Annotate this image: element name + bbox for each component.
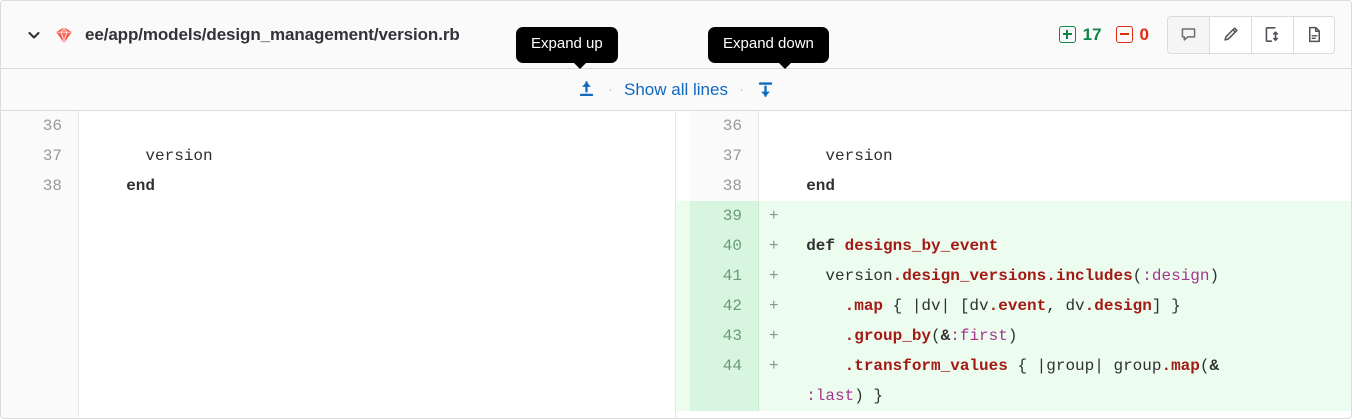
code-line[interactable]: 40 + def designs_by_event: [676, 231, 1351, 261]
code-line[interactable]: 36: [676, 111, 1351, 141]
lines-removed-count: 0: [1139, 24, 1149, 44]
expand-separator-left: ·: [608, 81, 614, 98]
lines-added-stat: 17: [1058, 24, 1102, 45]
expand-separator-right: ·: [738, 81, 744, 98]
code-line[interactable]: 36: [1, 111, 675, 141]
line-number[interactable]: 43: [690, 321, 759, 351]
arrow-up-to-line-icon[interactable]: [576, 79, 597, 100]
line-number[interactable]: 44: [690, 351, 759, 381]
file-path[interactable]: ee/app/models/design_management/version.…: [85, 24, 460, 44]
compare-button[interactable]: [1251, 15, 1293, 54]
code-line[interactable]: 41 + version.design_versions.includes(:de…: [676, 261, 1351, 291]
code-content: .map { |dv| [dv.event, dv.design] }: [844, 297, 1181, 315]
code-content: version: [787, 147, 893, 165]
view-file-button[interactable]: [1293, 15, 1335, 54]
code-line[interactable]: 43 + .group_by(&:first): [676, 321, 1351, 351]
code-line[interactable]: 42 + .map { |dv| [dv.event, dv.design] }: [676, 291, 1351, 321]
line-number[interactable]: [690, 381, 759, 411]
pencil-icon: [1221, 25, 1240, 44]
code-content: :last) }: [806, 387, 884, 405]
code-content: version.design_versions.includes(:design…: [787, 267, 1220, 285]
line-number[interactable]: 41: [690, 261, 759, 291]
code-content: end: [806, 177, 836, 195]
diff-sign: +: [769, 297, 779, 315]
file-action-buttons: [1167, 15, 1335, 54]
plus-square-icon: [1058, 26, 1076, 43]
line-number[interactable]: 36: [1, 111, 79, 141]
code-line[interactable]: 37 version: [676, 141, 1351, 171]
code-content: def designs_by_event: [806, 237, 999, 255]
code-line[interactable]: 39 +: [676, 201, 1351, 231]
arrow-down-to-line-icon[interactable]: [755, 79, 776, 100]
file-transfer-icon: [1263, 25, 1282, 44]
line-number[interactable]: 40: [690, 231, 759, 261]
diff-stats: 17 0: [1058, 24, 1149, 45]
code-content: .group_by(&:first): [844, 327, 1018, 345]
old-gutter-fill: [1, 201, 79, 418]
code-line[interactable]: 44 + .transform_values { |group| group.ma…: [676, 351, 1351, 381]
comment-button[interactable]: [1167, 15, 1209, 54]
comment-icon: [1179, 25, 1198, 44]
minus-square-icon: [1115, 26, 1133, 43]
chevron-down-icon[interactable]: [23, 24, 45, 46]
code-content: .transform_values { |group| group.map(&: [844, 357, 1220, 375]
edit-button[interactable]: [1209, 15, 1251, 54]
lines-added-count: 17: [1082, 24, 1102, 44]
line-number[interactable]: 39: [690, 201, 759, 231]
diff-sign: +: [769, 357, 779, 375]
document-icon: [1305, 25, 1324, 44]
code-line[interactable]: :last) }: [676, 381, 1351, 411]
lines-removed-stat: 0: [1115, 24, 1149, 45]
diff-sign: +: [769, 327, 779, 345]
show-all-lines-link[interactable]: Show all lines: [624, 79, 728, 99]
code-content: end: [126, 177, 156, 195]
tooltip-expand-up: Expand up: [516, 27, 618, 68]
ruby-gem-icon: [54, 25, 74, 45]
diff-file-header: ee/app/models/design_management/version.…: [1, 1, 1351, 69]
line-number[interactable]: 37: [1, 141, 79, 171]
diff-sign: +: [769, 237, 779, 255]
code-line[interactable]: 38 end: [676, 171, 1351, 201]
line-number[interactable]: 38: [690, 171, 759, 201]
line-number[interactable]: 36: [690, 111, 759, 141]
tooltip-expand-down: Expand down: [708, 27, 829, 68]
code-content: version: [107, 147, 213, 165]
diff-sign: +: [769, 267, 779, 285]
code-line[interactable]: 38 end: [1, 171, 675, 201]
line-number[interactable]: 37: [690, 141, 759, 171]
line-number[interactable]: 38: [1, 171, 79, 201]
expand-lines-row: · Show all lines ·: [1, 69, 1351, 111]
diff-sign: +: [769, 207, 779, 225]
header-actions: 17 0: [1058, 15, 1335, 54]
code-line[interactable]: 37 version: [1, 141, 675, 171]
line-number[interactable]: 42: [690, 291, 759, 321]
